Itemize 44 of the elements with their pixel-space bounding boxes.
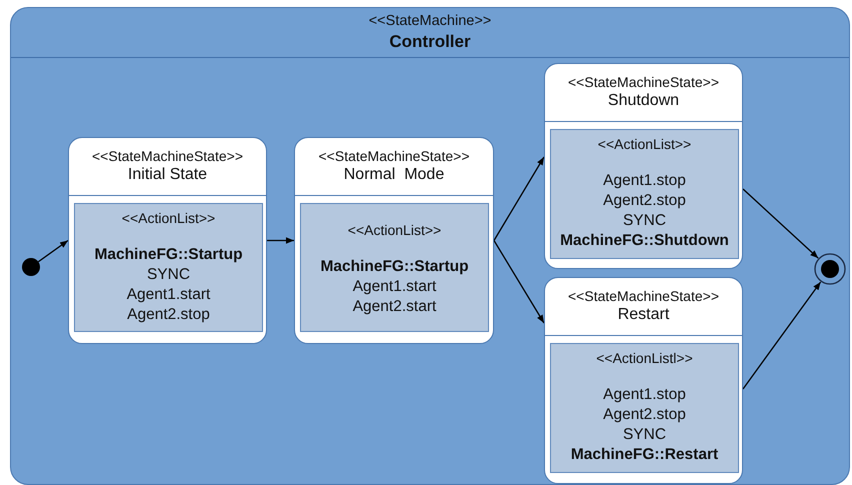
transition-arrow	[742, 188, 819, 259]
state-box	[544, 277, 743, 484]
action-item: SYNC	[146, 264, 190, 285]
stereotype-label: <<StateMachineState>>	[568, 288, 719, 304]
state-machine-frame	[10, 7, 850, 485]
stereotype-label: <<StateMachineState>>	[92, 148, 243, 164]
state-name: Restart	[618, 304, 670, 324]
action-list-box	[300, 203, 489, 332]
state-box	[544, 63, 743, 269]
transition-arrow	[493, 240, 545, 324]
action-item: Agent2.stop	[603, 190, 686, 211]
state-name: Shutdown	[608, 90, 680, 110]
action-item: Agent2.stop	[127, 305, 210, 326]
action-item: MachineFG::Startup	[94, 244, 243, 265]
action-item: SYNC	[622, 211, 666, 232]
action-item: Agent1.stop	[603, 384, 686, 405]
stereotype-label: <<ActionList>>	[122, 210, 216, 227]
stereotype-label: <<ActionListl>>	[596, 350, 693, 367]
state-name: Initial State	[128, 164, 208, 184]
action-item: MachineFG::Startup	[320, 256, 469, 277]
action-item: Agent1.start	[352, 276, 436, 297]
action-item: Agent1.stop	[603, 170, 686, 191]
state-machine-name: Controller	[389, 30, 471, 52]
stereotype-label: <<ActionList>>	[348, 222, 442, 239]
stereotype-label: <<StateMachine>>	[368, 13, 492, 31]
transition-arrow	[742, 282, 822, 390]
state-box	[294, 137, 494, 344]
action-list-box	[550, 343, 739, 473]
action-item: Agent2.stop	[603, 404, 686, 425]
stereotype-label: <<ActionList>>	[598, 136, 692, 153]
action-item: MachineFG::Shutdown	[560, 231, 729, 252]
action-item: Agent1.start	[126, 285, 210, 306]
action-item: SYNC	[622, 425, 666, 446]
state-box	[68, 137, 267, 344]
action-list-box	[74, 203, 263, 332]
transition-arrow	[38, 240, 68, 262]
stereotype-label: <<StateMachineState>>	[318, 148, 470, 164]
stereotype-label: <<StateMachineState>>	[568, 74, 719, 90]
state-name: Normal Mode	[344, 164, 444, 184]
action-item: MachineFG::Restart	[570, 445, 718, 466]
action-list-box	[550, 129, 739, 259]
action-item: Agent2.start	[352, 297, 436, 318]
transition-arrow	[267, 237, 294, 244]
transition-arrow	[493, 156, 545, 241]
